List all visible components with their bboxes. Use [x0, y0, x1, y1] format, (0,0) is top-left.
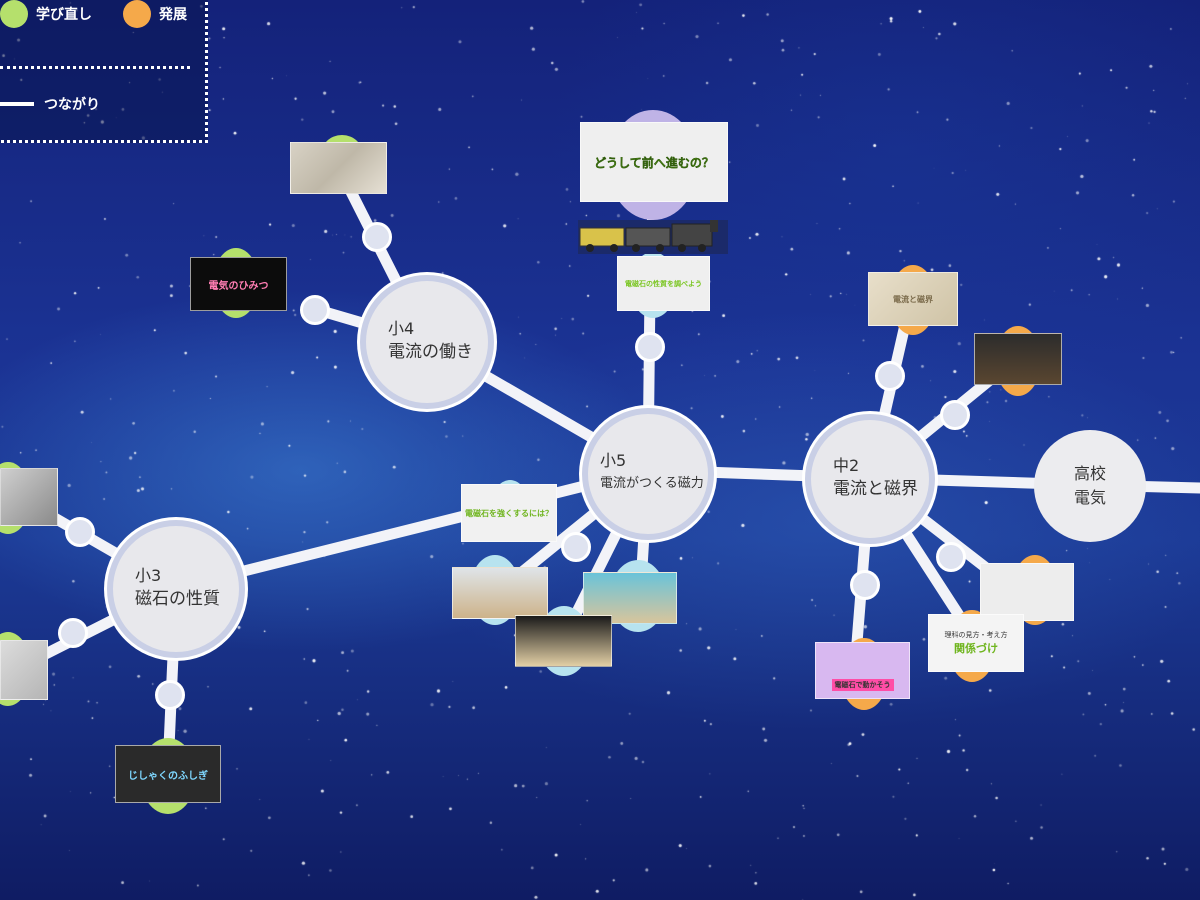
train-icon	[579, 220, 718, 252]
card-title: どうして前へ進むの？	[594, 155, 714, 170]
link-joint[interactable]	[635, 332, 665, 362]
link-joint[interactable]	[65, 517, 95, 547]
material-card[interactable]: 電気のひみつ	[190, 257, 287, 311]
link-joint[interactable]	[940, 400, 970, 430]
link-joint[interactable]	[300, 295, 330, 325]
unit-grade: 小4	[388, 319, 415, 338]
material-card[interactable]: どうして前へ進むの？	[580, 122, 728, 202]
unit-node-koko[interactable]: 高校 電気	[1034, 430, 1146, 542]
unit-grade: 小3	[135, 566, 162, 585]
unit-node-chu2[interactable]: 中2 電流と磁界	[805, 414, 935, 544]
unit-title: 電流がつくる磁力	[600, 476, 704, 491]
legend-label: つながり	[44, 97, 100, 113]
link-joint[interactable]	[875, 361, 905, 391]
material-card-photo[interactable]	[452, 567, 548, 619]
material-card-photo[interactable]	[980, 563, 1074, 621]
card-title: じしゃくのふしぎ	[128, 770, 208, 782]
legend-item-advanced: 発展	[123, 0, 187, 28]
unit-grade: 小5	[600, 451, 627, 470]
card-title: 電気のひみつ	[208, 280, 269, 292]
legend-label: 学び直し	[36, 7, 92, 23]
legend-divider	[0, 66, 190, 69]
legend-panel: 学び直し 発展 つながり	[0, 0, 208, 143]
link-joint[interactable]	[850, 570, 880, 600]
unit-title: 電気	[1073, 488, 1106, 507]
card-title: 電磁石を強くするには？	[465, 508, 553, 518]
material-card-photo[interactable]	[515, 615, 612, 667]
material-card[interactable]: 電磁石の性質を調べよう	[617, 256, 710, 311]
material-card[interactable]: じしゃくのふしぎ	[115, 745, 221, 803]
legend-item-connection: つながり	[0, 94, 100, 114]
material-card[interactable]: 理科の見方・考え方 関係づけ	[928, 614, 1024, 672]
unit-title: 磁石の性質	[135, 589, 220, 609]
card-subtitle: 理科の見方・考え方	[944, 631, 1008, 639]
link-joint[interactable]	[362, 222, 392, 252]
material-card[interactable]: 電流と磁界	[868, 272, 958, 326]
link-joint[interactable]	[561, 532, 591, 562]
card-title: 電流と磁界	[893, 294, 933, 304]
card-title: 電磁石で動かそう	[831, 678, 894, 691]
link-joint[interactable]	[155, 680, 185, 710]
connection-line-icon	[0, 102, 34, 106]
unit-grade: 高校	[1073, 464, 1106, 483]
train-illustration	[578, 220, 728, 254]
advanced-dot-icon	[123, 0, 151, 28]
link-joint[interactable]	[58, 618, 88, 648]
unit-node-sho5[interactable]: 小5 電流がつくる磁力	[582, 408, 714, 540]
card-title: 関係づけ	[954, 642, 998, 655]
card-title: 電磁石の性質を調べよう	[625, 279, 702, 288]
unit-grade: 中2	[833, 456, 860, 475]
material-card-photo[interactable]	[0, 640, 48, 700]
material-card-photo[interactable]	[974, 333, 1062, 385]
material-card[interactable]: 電磁石で動かそう	[815, 642, 910, 699]
material-card[interactable]: 電磁石を強くするには？	[461, 484, 557, 542]
relearn-dot-icon	[0, 0, 28, 28]
material-card-photo[interactable]	[290, 142, 387, 194]
unit-node-sho4[interactable]: 小4 電流の働き	[360, 275, 494, 409]
unit-title: 電流の働き	[388, 342, 473, 362]
legend-label: 発展	[159, 7, 187, 23]
unit-title: 電流と磁界	[833, 479, 918, 499]
link-joint[interactable]	[936, 542, 966, 572]
material-card-photo[interactable]	[0, 468, 58, 526]
legend-item-relearn: 学び直し	[0, 0, 92, 28]
unit-node-sho3[interactable]: 小3 磁石の性質	[107, 520, 245, 658]
